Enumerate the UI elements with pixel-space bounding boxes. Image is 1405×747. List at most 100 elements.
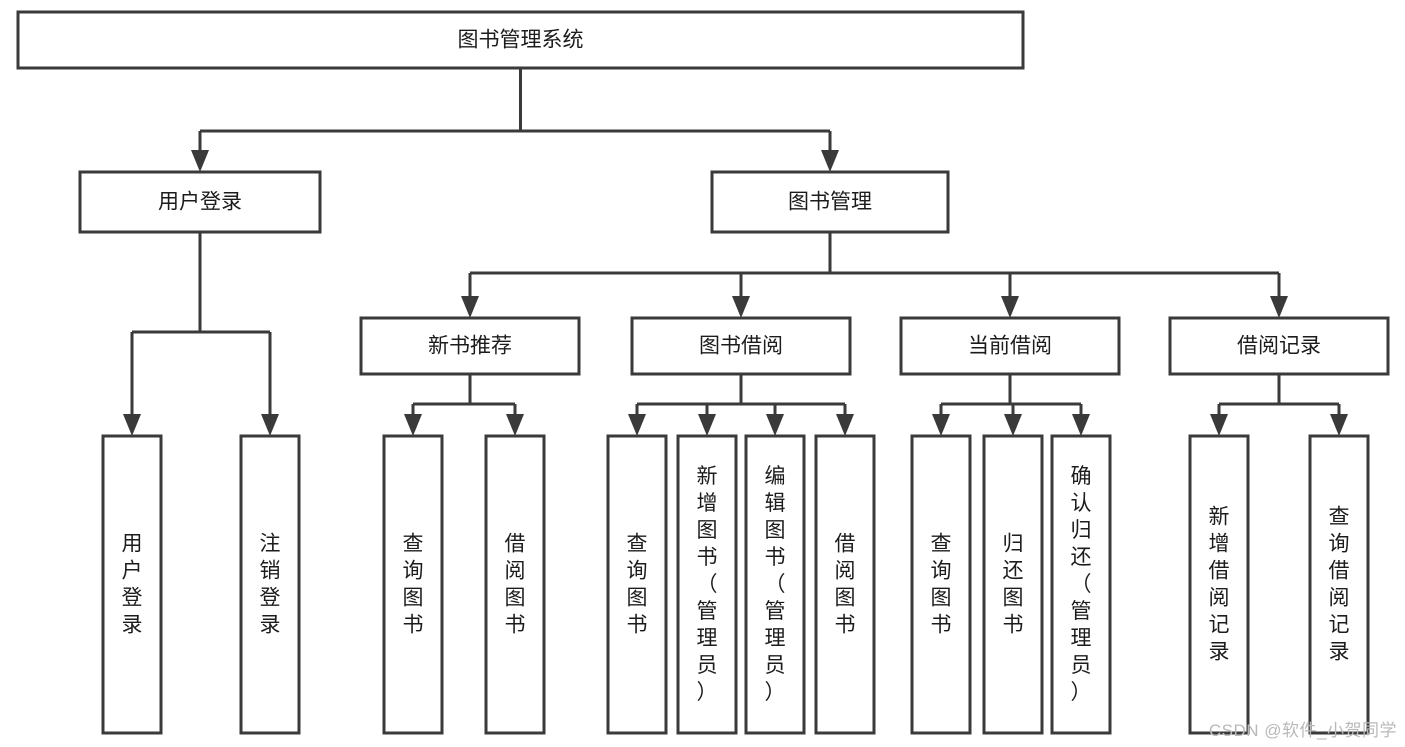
node-box-br-query-record: [1308, 434, 1370, 735]
node-label-bb-edit-book-char-5: 管: [765, 600, 786, 623]
arrow-head-icon: [836, 414, 854, 436]
node-label-bb-add-book-char-7: 员: [697, 654, 718, 677]
arrow-head-icon: [461, 296, 479, 318]
node-label-nb-query-book-char-1: 询: [403, 560, 424, 583]
node-label-nb-query-book-char-3: 书: [403, 614, 424, 637]
node-label-nb-borrow-book-char-0: 借: [505, 533, 526, 556]
arrow-head-icon: [698, 414, 716, 436]
node-user-login[interactable]: 用户登录: [78, 170, 322, 234]
node-label-bb-add-book-char-0: 新: [697, 465, 718, 488]
node-label-cb-confirm-return-char-0: 确: [1071, 465, 1092, 488]
node-label-bb-query-book-char-0: 查: [627, 533, 648, 556]
node-label-user-logout-char-2: 登: [260, 587, 281, 610]
arrow-head-icon: [1270, 296, 1288, 318]
node-root[interactable]: 图书管理系统: [16, 10, 1025, 70]
node-box-root: [16, 10, 1025, 70]
node-box-cb-confirm-return: [1050, 434, 1112, 735]
node-label-cb-query-book-char-2: 图: [931, 587, 952, 610]
node-borrow-record[interactable]: 借阅记录: [1168, 316, 1390, 376]
node-label-bb-edit-book-char-3: 书: [765, 546, 786, 569]
node-label-cb-return-book-char-3: 书: [1003, 614, 1024, 637]
node-label-bb-edit-book-char-8: ）: [765, 681, 786, 704]
node-box-borrow-record: [1168, 316, 1390, 376]
node-label-bb-add-book-char-4: （: [697, 573, 718, 596]
node-box-nb-borrow-book: [484, 434, 546, 735]
node-box-user-login-do: [101, 434, 163, 735]
arrow-head-icon: [261, 414, 279, 436]
node-box-bb-edit-book: [744, 434, 806, 735]
node-label-bb-edit-book-char-6: 理: [765, 627, 786, 650]
node-label-br-add-record-char-0: 新: [1209, 506, 1230, 529]
connector-layer: [123, 68, 1348, 436]
node-label-bb-borrow-book-char-0: 借: [835, 533, 856, 556]
node-label-nb-borrow-book-char-1: 阅: [505, 560, 526, 583]
node-label-nb-borrow-book-char-3: 书: [505, 614, 526, 637]
node-box-bb-query-book: [606, 434, 668, 735]
node-box-cb-query-book: [910, 434, 972, 735]
node-label-bb-edit-book-char-2: 图: [765, 519, 786, 542]
node-label-cb-confirm-return-char-3: 还: [1071, 546, 1092, 569]
node-label-cb-confirm-return-char-2: 归: [1071, 519, 1092, 542]
node-label-br-add-record-char-5: 录: [1209, 641, 1230, 664]
arrow-head-icon: [628, 414, 646, 436]
node-current-borrow[interactable]: 当前借阅: [899, 316, 1121, 376]
arrow-head-icon: [766, 414, 784, 436]
node-layer: 图书管理系统用户登录用户登录注销登录图书管理新书推荐查询图书借阅图书图书借阅查询…: [16, 10, 1390, 735]
node-label-bb-add-book-char-5: 管: [697, 600, 718, 623]
node-label-bb-edit-book-char-4: （: [765, 573, 786, 596]
node-label-bb-edit-book-char-0: 编: [765, 465, 786, 488]
node-label-current-borrow: 当前借阅: [968, 335, 1052, 358]
node-label-br-add-record-char-4: 记: [1209, 614, 1230, 637]
node-label-bb-borrow-book-char-2: 图: [835, 587, 856, 610]
node-box-new-book-recommend: [359, 316, 581, 376]
arrow-head-icon: [932, 414, 950, 436]
node-book-borrow[interactable]: 图书借阅: [630, 316, 852, 376]
node-label-br-add-record-char-3: 阅: [1209, 587, 1230, 610]
node-box-current-borrow: [899, 316, 1121, 376]
node-label-nb-borrow-book-char-2: 图: [505, 587, 526, 610]
node-label-cb-return-book-char-0: 归: [1003, 533, 1024, 556]
node-label-bb-add-book-char-8: ）: [697, 681, 718, 704]
node-label-user-login-do-char-1: 户: [122, 560, 143, 583]
node-label-book-manage: 图书管理: [788, 191, 872, 214]
node-book-manage[interactable]: 图书管理: [710, 170, 950, 234]
node-label-bb-add-book-char-2: 图: [697, 519, 718, 542]
node-label-br-add-record-char-2: 借: [1209, 560, 1230, 583]
node-label-bb-query-book-char-2: 图: [627, 587, 648, 610]
node-label-user-logout-char-1: 销: [260, 560, 281, 583]
node-label-user-login-do-char-2: 登: [122, 587, 143, 610]
node-user-login-do[interactable]: 用户登录: [101, 434, 163, 735]
node-new-book-recommend[interactable]: 新书推荐: [359, 316, 581, 376]
node-box-book-borrow: [630, 316, 852, 376]
node-label-cb-query-book-char-3: 书: [931, 614, 952, 637]
node-label-br-query-record-char-1: 询: [1329, 533, 1350, 556]
node-label-root: 图书管理系统: [458, 29, 584, 52]
arrow-head-icon: [1330, 414, 1348, 436]
node-label-cb-confirm-return-char-8: ）: [1071, 681, 1092, 704]
node-label-bb-borrow-book-char-1: 阅: [835, 560, 856, 583]
node-label-nb-query-book-char-0: 查: [403, 533, 424, 556]
node-label-cb-query-book-char-0: 查: [931, 533, 952, 556]
node-label-user-login: 用户登录: [158, 191, 242, 214]
node-label-bb-edit-book-char-1: 辑: [765, 492, 786, 515]
node-box-br-add-record: [1188, 434, 1250, 735]
node-box-nb-query-book: [382, 434, 444, 735]
node-box-cb-return-book: [982, 434, 1044, 735]
arrow-head-icon: [191, 150, 209, 172]
node-label-br-query-record-char-5: 录: [1329, 641, 1350, 664]
node-label-bb-query-book-char-3: 书: [627, 614, 648, 637]
